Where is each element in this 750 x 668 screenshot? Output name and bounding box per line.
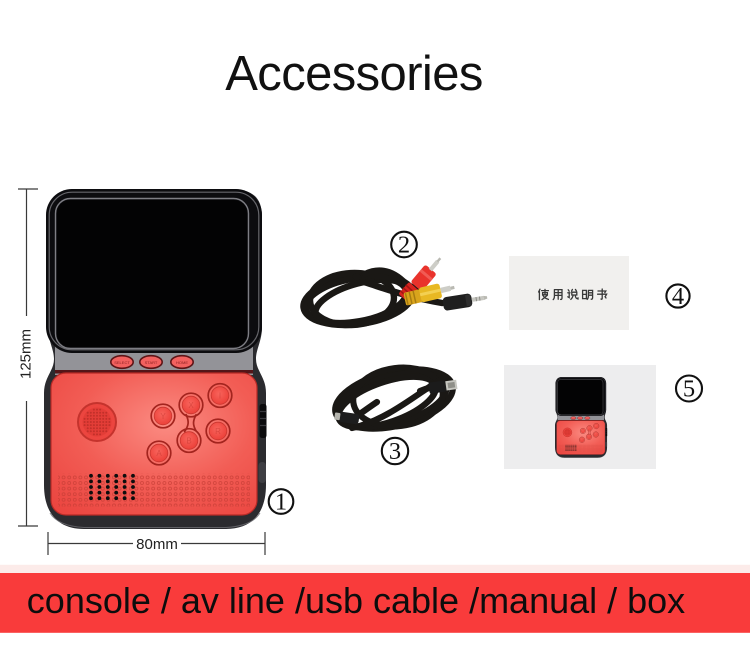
svg-text:2: 2 (398, 232, 410, 259)
svg-text:3: 3 (389, 438, 401, 465)
svg-text:Accessories: Accessories (225, 47, 483, 101)
svg-text:125mm: 125mm (18, 329, 35, 379)
svg-text:80mm: 80mm (136, 536, 178, 553)
svg-text:4: 4 (672, 283, 684, 310)
svg-text:5: 5 (683, 376, 695, 403)
svg-text:console / av line /usb cable /: console / av line /usb cable /manual / b… (27, 580, 685, 621)
svg-text:1: 1 (275, 489, 287, 516)
